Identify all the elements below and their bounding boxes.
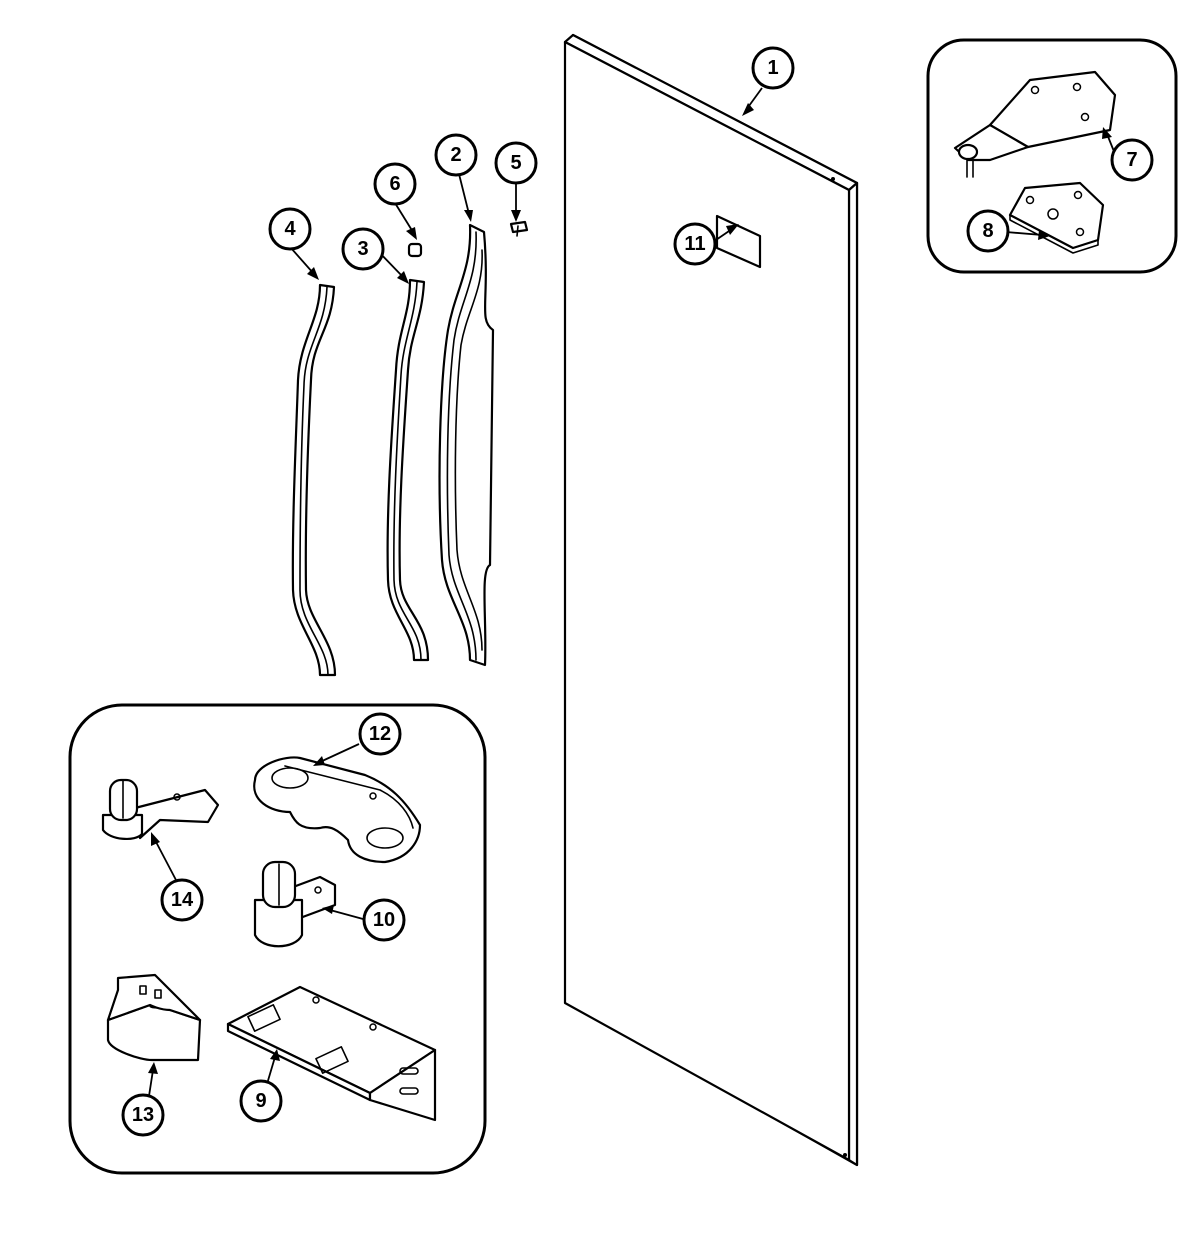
callout-3-label: 3	[357, 238, 368, 260]
callout-4: 4	[268, 207, 312, 251]
hinge-cover-12	[253, 756, 422, 864]
callout-14: 14	[160, 878, 204, 922]
gasket-strip-4	[291, 283, 337, 677]
hinge-inset-bottom	[68, 703, 487, 1175]
door-panel	[563, 33, 859, 1167]
plug-6	[407, 242, 423, 258]
hinge-cover-13	[106, 973, 202, 1062]
breaker-strip-2	[438, 223, 495, 667]
callout-2-label: 2	[450, 144, 461, 166]
callout-1-label: 1	[767, 57, 778, 79]
gasket-strip-3	[386, 278, 430, 662]
callout-11-label: 11	[684, 233, 705, 255]
callout-6: 6	[373, 162, 417, 206]
callout-8-label: 8	[982, 220, 993, 242]
callout-13: 13	[121, 1093, 165, 1137]
screw-5	[509, 220, 529, 237]
callout-1: 1	[751, 46, 795, 90]
callout-10: 10	[362, 898, 406, 942]
callout-10-label: 10	[373, 909, 395, 931]
callout-12: 12	[358, 712, 402, 756]
callout-4-label: 4	[284, 218, 296, 240]
callout-7: 7	[1110, 138, 1154, 182]
callout-6-label: 6	[389, 173, 400, 195]
hinge-plate-8	[1008, 181, 1105, 254]
callout-12-label: 12	[369, 723, 391, 745]
callout-9-label: 9	[255, 1090, 266, 1112]
hinge-pin-10	[253, 860, 337, 948]
callout-8: 8	[966, 209, 1010, 253]
hinge-part-14	[101, 778, 220, 840]
callout-5: 5	[494, 141, 538, 185]
callout-13-label: 13	[132, 1104, 154, 1126]
hinge-bracket-9	[226, 985, 437, 1122]
callout-5-label: 5	[510, 152, 521, 174]
callout-9: 9	[239, 1079, 283, 1123]
callout-7-label: 7	[1126, 149, 1137, 171]
callout-3: 3	[341, 227, 385, 271]
callout-2: 2	[434, 133, 478, 177]
callout-14-label: 14	[171, 889, 194, 911]
callout-11: 11	[673, 222, 717, 266]
hinge-7	[953, 70, 1117, 178]
